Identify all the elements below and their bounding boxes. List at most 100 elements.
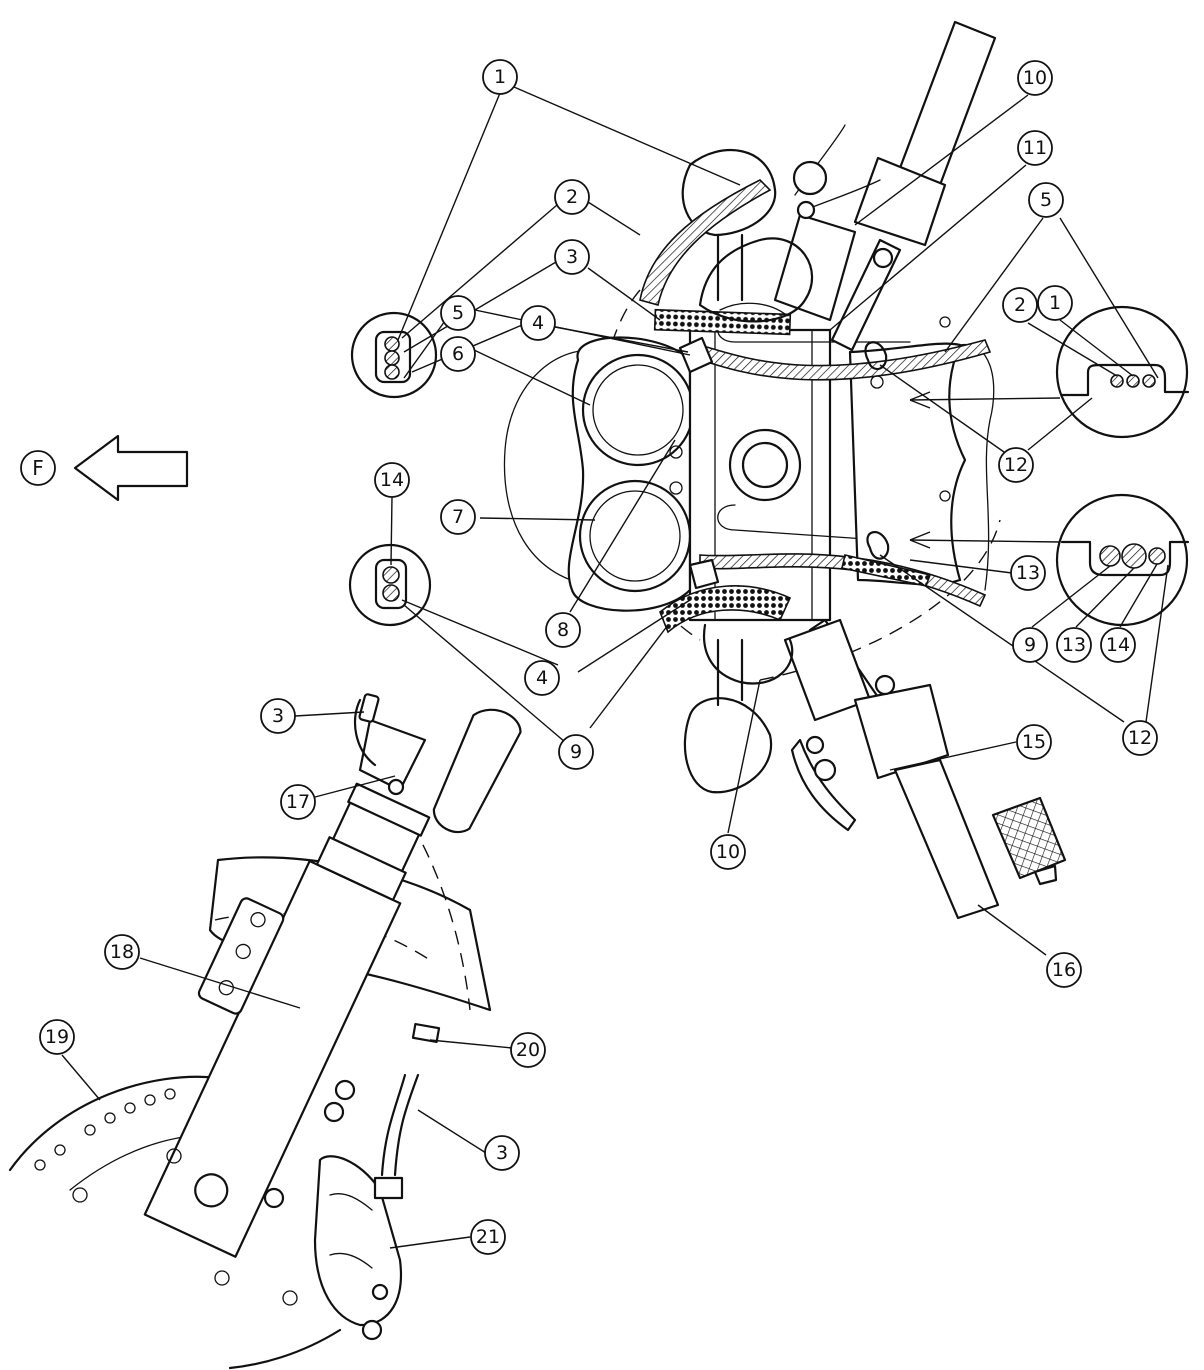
upper-grip (898, 20, 997, 187)
leader-4d (577, 599, 691, 673)
upper-signal-stem (716, 233, 744, 302)
callout-label: 4 (532, 312, 544, 334)
lower-lever (790, 738, 857, 832)
callout-label: 19 (45, 1026, 69, 1048)
leader-17 (314, 775, 396, 798)
detail-arrow-upper (909, 397, 1061, 401)
callout-circle (1028, 182, 1064, 218)
callout-3c: 3 (484, 1135, 520, 1171)
disc-hole (72, 1187, 88, 1203)
callout-label: 1 (494, 66, 506, 88)
callout-circle (1056, 627, 1092, 663)
callout-circle (260, 698, 296, 734)
joint-fitting (358, 693, 380, 723)
leader-18 (139, 957, 301, 1009)
leader-8 (569, 439, 676, 613)
headlight-bracket (848, 342, 967, 586)
front-direction-indicator (73, 434, 189, 502)
callout-2b: 2 (1002, 287, 1038, 323)
detail-bracket-lower (1060, 540, 1190, 577)
detail-circle-right-upper (1055, 305, 1189, 439)
callout-circle (520, 305, 556, 341)
upper-clamp-bolt (796, 200, 816, 220)
leader-3a (403, 261, 557, 353)
leader-7 (479, 517, 596, 521)
detail-wire-k (1148, 547, 1166, 565)
caliper-brake-hose-2 (380, 1073, 407, 1177)
callout-19: 19 (39, 1019, 75, 1055)
leader-5b (474, 309, 691, 356)
callout-5b: 5 (1028, 182, 1064, 218)
callout-1b: 1 (1037, 285, 1073, 321)
callout-15: 15 (1016, 724, 1052, 760)
leader-12c (879, 554, 1125, 723)
fork-seal (315, 836, 407, 902)
callout-label: 10 (716, 841, 740, 863)
callout-17: 17 (280, 784, 316, 820)
callout-circle (558, 734, 594, 770)
detail-left-lower (348, 543, 432, 627)
callout-10b: 10 (710, 834, 746, 870)
upper-mesh-sleeve (653, 308, 792, 336)
leader-13b (1075, 567, 1135, 628)
leader-9a (403, 604, 566, 743)
lower-lever-knob (813, 758, 837, 782)
bracket-hole-2 (939, 316, 951, 328)
leader-16 (977, 904, 1047, 956)
callout-circle (1002, 287, 1038, 323)
leader-3c (294, 711, 365, 717)
callout-circle (39, 1019, 75, 1055)
detail-wire-e (382, 584, 400, 602)
disc-hole (164, 1088, 176, 1100)
detail-right-upper (909, 305, 1190, 439)
brake-hose-joint-view (353, 693, 522, 1011)
callout-11: 11 (1017, 130, 1053, 166)
leader-2a (401, 204, 558, 339)
callout-circle (280, 784, 316, 820)
callout-circle (524, 660, 560, 696)
leader-2b (587, 201, 641, 236)
callouts: 1 2 3 4 5 6 7 8 4 9 14 10 11 5 2 1 12 13… (20, 59, 1158, 1255)
callout-circle (374, 462, 410, 498)
caliper-piston-upper (329, 1193, 373, 1211)
callout-label: 17 (286, 791, 310, 813)
callout-label: 4 (536, 667, 548, 689)
callout-8: 8 (545, 612, 581, 648)
leader-1a (397, 92, 501, 341)
callout-circle (440, 336, 476, 372)
detail-arrow-lower (909, 539, 1061, 543)
bracket-curve (959, 344, 995, 591)
front-arrow-icon (73, 434, 189, 502)
callout-label: 20 (516, 1039, 540, 1061)
callout-label: 13 (1016, 562, 1040, 584)
leader-1b (513, 86, 741, 186)
disc-hole (214, 1270, 230, 1286)
callout-circle (1122, 720, 1158, 756)
callout-circle (1017, 130, 1053, 166)
lower-switch-housing (853, 683, 950, 780)
callout-label: 18 (110, 941, 134, 963)
lower-cable-tie (866, 531, 890, 560)
lower-pivot-bolt (874, 674, 896, 696)
joint-hose (353, 698, 377, 767)
detail-arrow-head-upper (909, 391, 931, 409)
callout-circle (470, 1219, 506, 1255)
callout-21: 21 (470, 1219, 506, 1255)
indicator-lamp-2 (669, 481, 683, 495)
leader-6 (473, 349, 591, 406)
disc-hole (84, 1124, 96, 1136)
callout-label: 3 (272, 705, 284, 727)
callout-label: 5 (1040, 189, 1052, 211)
callout-9b: 9 (1012, 627, 1048, 663)
leader-12d (1145, 564, 1169, 723)
callout-label: 10 (1023, 67, 1047, 89)
leader-19 (61, 1054, 101, 1101)
lower-signal-stem (716, 638, 744, 707)
disc-hole (144, 1094, 156, 1106)
caliper-bleeder (371, 1283, 389, 1301)
detail-wire-a (384, 336, 400, 352)
callout-3a: 3 (554, 239, 590, 275)
hose-clamp-tag (411, 1022, 441, 1044)
direction-circle (20, 450, 56, 486)
